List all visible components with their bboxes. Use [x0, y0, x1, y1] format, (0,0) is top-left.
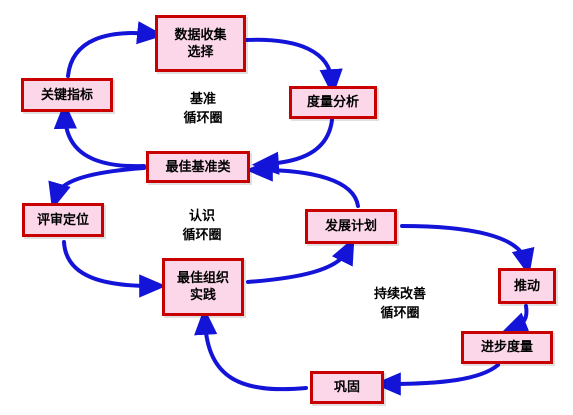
node-measurement-analysis-label: 度量分析 — [306, 95, 359, 110]
node-data-collection-line1: 数据收集 — [174, 27, 227, 43]
node-key-indicators-label: 关键指标 — [40, 87, 93, 103]
node-consolidate-label: 巩固 — [333, 380, 360, 395]
cycle-label-cognition-line1: 认识 — [188, 209, 215, 224]
node-promote-label: 推动 — [513, 278, 540, 294]
arrow-progress-measure-to-consolidate — [373, 363, 500, 396]
arrow-best-benchmark-to-evaluation — [48, 166, 146, 210]
node-measurement-analysis: 度量分析 — [289, 86, 377, 119]
arrow-development-plan-to-best-benchmark — [245, 158, 360, 208]
arrow-measurement-to-best-benchmark — [251, 118, 334, 175]
node-best-practice-line2: 实践 — [189, 288, 216, 303]
node-best-practice-line1: 最佳组织 — [176, 271, 229, 286]
cycle-label-improvement-line1: 持续改善 — [373, 287, 426, 302]
node-best-benchmark-label: 最佳基准类 — [165, 159, 231, 175]
arrow-promote-to-progress-measure — [500, 304, 531, 335]
node-consolidate: 巩固 — [310, 371, 384, 404]
node-key-indicators: 关键指标 — [21, 78, 113, 112]
arrow-data-collection-to-measurement — [244, 37, 343, 97]
node-progress-measure: 进步度量 — [461, 331, 553, 364]
node-best-practice: 最佳组织 实践 — [162, 258, 244, 316]
cycle-label-benchmark-line1: 基准 — [189, 92, 216, 107]
node-data-collection-line2: 选择 — [187, 44, 214, 60]
node-best-benchmark: 最佳基准类 — [146, 151, 250, 183]
cycle-label-cognition-line2: 循环圈 — [182, 228, 222, 243]
cycle-label-benchmark: 基准 循环圈 — [163, 90, 243, 128]
node-progress-measure-label: 进步度量 — [480, 340, 533, 355]
cycle-label-cognition: 认识 循环圈 — [162, 207, 242, 245]
node-evaluation: 评审定位 — [22, 203, 104, 237]
cycle-label-improvement-line2: 循环圈 — [380, 306, 420, 321]
cycle-label-improvement: 持续改善 循环圈 — [352, 285, 448, 323]
arrow-evaluation-to-best-practice — [62, 240, 167, 298]
cycle-label-benchmark-line2: 循环圈 — [183, 111, 223, 126]
arrow-key-indicators-to-data-collection — [66, 21, 165, 78]
node-evaluation-label: 评审定位 — [36, 212, 89, 228]
arrow-best-practice-to-development-plan — [246, 237, 355, 284]
arrow-development-plan-to-promote — [400, 224, 535, 277]
node-development-plan-label: 发展计划 — [324, 219, 377, 234]
node-development-plan: 发展计划 — [305, 209, 397, 244]
arrow-best-benchmark-to-key-indicators — [53, 101, 146, 169]
node-data-collection: 数据收集 选择 — [155, 15, 246, 72]
arrow-consolidate-to-best-practice — [194, 307, 308, 392]
node-promote: 推动 — [498, 268, 556, 304]
